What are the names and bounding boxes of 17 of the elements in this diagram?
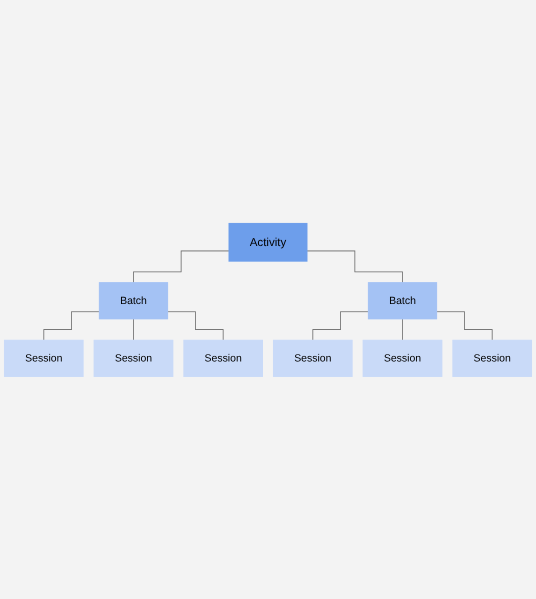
node-box: Session (272, 339, 353, 376)
node-box: Activity (228, 222, 308, 262)
node-box: Session (4, 339, 84, 376)
connector (312, 310, 369, 340)
node-box: Batch (98, 282, 168, 319)
connector (133, 318, 134, 340)
connector (402, 318, 403, 340)
node-box: Session (94, 339, 174, 376)
connector (306, 250, 403, 282)
node-box: Session (183, 339, 264, 376)
connector (133, 250, 230, 282)
connector (43, 310, 100, 340)
node-box: Session (362, 339, 442, 376)
node-box: Batch (368, 282, 438, 319)
connector (167, 310, 224, 340)
connector (436, 310, 493, 340)
node-box: Session (452, 339, 532, 376)
